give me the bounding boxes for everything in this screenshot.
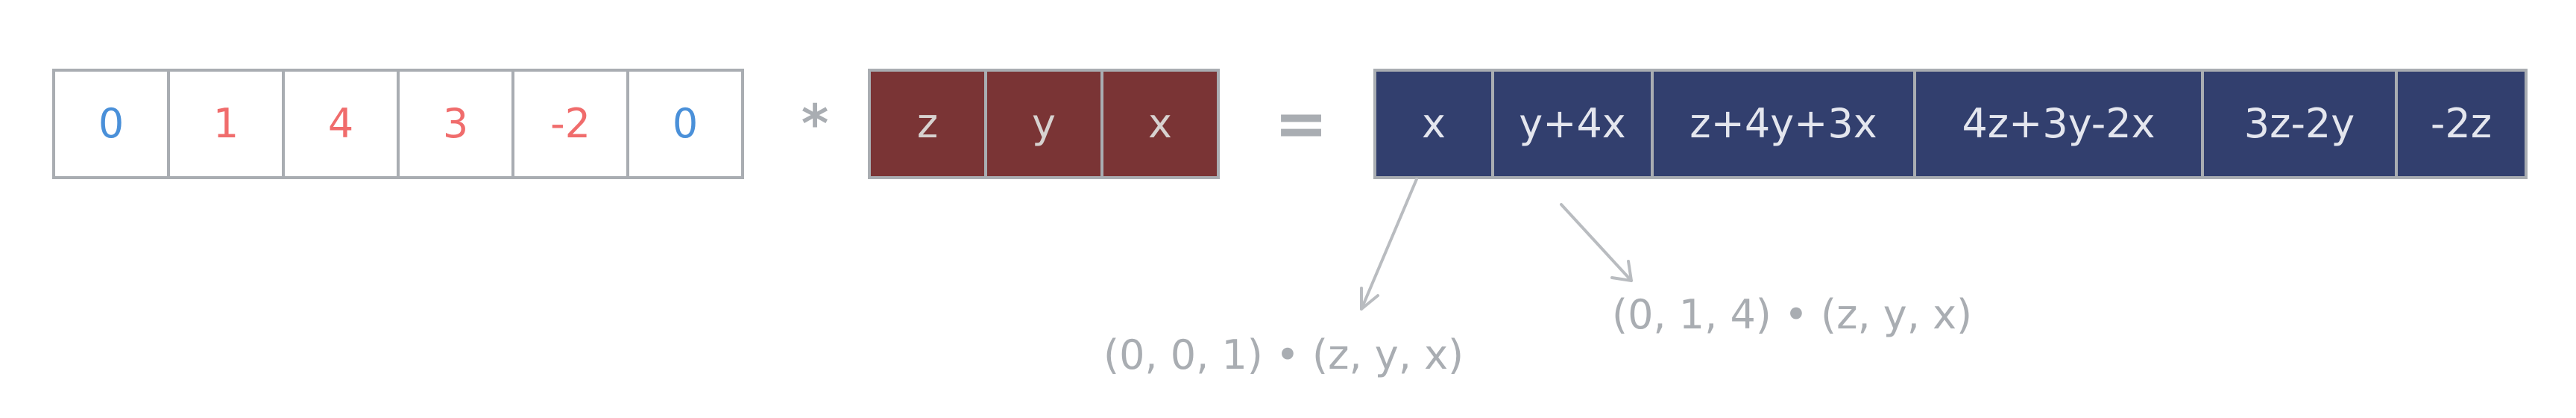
input-cell: 3	[397, 69, 514, 179]
input-cell: 0	[626, 69, 744, 179]
kernel-sequence: z y x	[868, 69, 1220, 179]
kernel-cell: y	[984, 69, 1103, 179]
output-sequence: x y+4x z+4y+3x 4z+3y-2x 3z-2y -2z	[1373, 69, 2528, 179]
input-cell: 1	[167, 69, 285, 179]
output-cell: 3z-2y	[2201, 69, 2398, 179]
dot-product-label: (0, 0, 1) • (z, y, x)	[1103, 331, 1464, 378]
output-cell: 4z+3y-2x	[1913, 69, 2204, 179]
convolution-operator: *	[801, 93, 829, 155]
input-sequence: 0 1 4 3 -2 0	[52, 69, 744, 179]
output-cell: z+4y+3x	[1651, 69, 1916, 179]
output-cell: x	[1373, 69, 1494, 179]
arrow-2	[1560, 203, 1633, 282]
output-cell: y+4x	[1491, 69, 1654, 179]
input-cell: 0	[52, 69, 170, 179]
kernel-cell: x	[1100, 69, 1220, 179]
output-cell: -2z	[2395, 69, 2528, 179]
equals-operator: =	[1273, 87, 1329, 161]
arrow-1	[1360, 178, 1418, 311]
input-cell: -2	[511, 69, 629, 179]
dot-product-label: (0, 1, 4) • (z, y, x)	[1612, 291, 1973, 338]
